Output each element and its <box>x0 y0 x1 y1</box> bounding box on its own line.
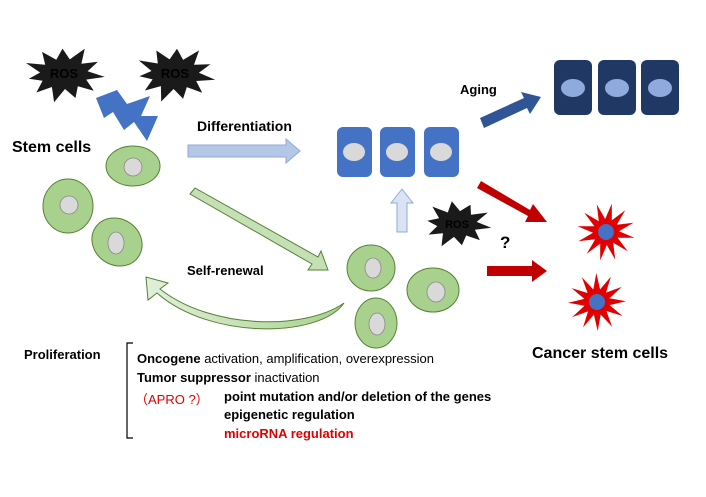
aging-label: Aging <box>460 82 497 97</box>
note-strong: Tumor suppressor <box>137 370 251 385</box>
ros-label-2: ROS <box>161 66 190 81</box>
cancer-stem-cell <box>568 273 626 331</box>
ros-label-3: ROS <box>445 219 469 231</box>
stem-cell <box>406 267 460 313</box>
note-line: epigenetic regulation <box>224 407 355 422</box>
proliferation-label: Proliferation <box>24 347 101 362</box>
aged-cell <box>554 60 592 115</box>
lightning-icon <box>96 90 158 141</box>
red-arrow-horizontal <box>487 260 547 282</box>
differentiation-label: Differentiation <box>197 118 292 134</box>
self-renewal-arrow <box>189 187 329 271</box>
aged-cell <box>598 60 636 115</box>
ros-label-1: ROS <box>50 66 79 81</box>
stem-cell <box>42 178 94 234</box>
note-strong: Oncogene <box>137 351 201 366</box>
ros-burst-3: ROS <box>427 201 492 247</box>
up-arrow <box>389 188 415 233</box>
question-mark: ? <box>500 233 510 252</box>
ros-burst-1: ROS <box>26 48 105 103</box>
differentiated-cell <box>380 127 415 177</box>
aged-cell <box>641 60 679 115</box>
stem-cells-label: Stem cells <box>12 139 91 156</box>
cancer-stem-cell <box>577 203 635 261</box>
stem-cell <box>354 297 398 349</box>
red-arrow-diagonal <box>477 181 547 222</box>
cancer-stem-cells-label: Cancer stem cells <box>532 345 668 362</box>
ros-burst-2: ROS <box>138 48 216 102</box>
aging-arrow <box>480 92 541 128</box>
stem-cell <box>346 244 396 292</box>
note-line: Oncogene activation, amplification, over… <box>137 351 434 366</box>
differentiated-cell <box>337 127 372 177</box>
differentiated-cell <box>424 127 459 177</box>
note-line-red: microRNA regulation <box>224 426 354 441</box>
stem-cell <box>105 145 161 187</box>
differentiation-arrow <box>187 137 301 165</box>
self-renewal-label: Self-renewal <box>187 263 264 278</box>
bracket <box>126 342 133 439</box>
note-text: inactivation <box>250 370 320 385</box>
note-text: activation, amplification, overexpressio… <box>200 351 434 366</box>
note-line: Tumor suppressor inactivation <box>137 370 320 385</box>
apro-label: （APRO ?） <box>135 392 209 407</box>
return-curve-arrow <box>145 276 345 330</box>
stem-cell <box>91 217 143 267</box>
note-line: point mutation and/or deletion of the ge… <box>224 389 492 404</box>
